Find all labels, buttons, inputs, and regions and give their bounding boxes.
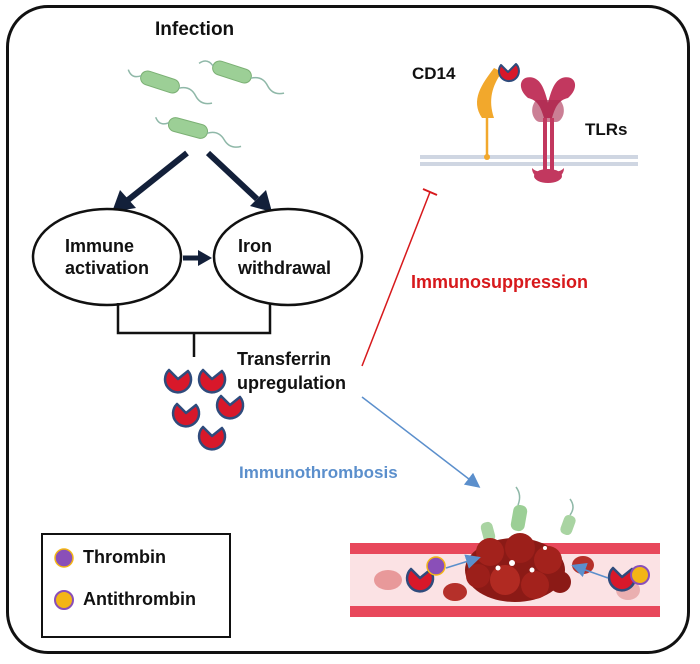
iron-label-line2: withdrawal	[238, 258, 332, 278]
transferrin-icon	[163, 368, 193, 394]
bacterium-icon	[198, 60, 285, 95]
bacterium-icon	[154, 116, 242, 148]
blood-clot	[443, 533, 594, 602]
thrombin-legend-label: Thrombin	[83, 547, 166, 567]
merge-bracket	[116, 303, 272, 357]
immune-label-line2: activation	[65, 258, 150, 278]
tlr-receptor	[520, 77, 576, 183]
immune-activation-label: Immune activation	[65, 235, 149, 279]
cell-membrane	[420, 155, 638, 166]
transferrin-upregulation-label: Transferrin upregulation	[237, 347, 346, 395]
iron-withdrawal-label: Iron withdrawal	[238, 235, 331, 279]
transferrin-icon	[197, 425, 227, 451]
immune-label-line1: Immune	[65, 236, 135, 256]
immune-activation-ellipse	[31, 207, 183, 307]
transferrin-antithrombin-complex	[571, 562, 650, 592]
transferrin-icon	[215, 394, 245, 420]
transferrin-icon	[497, 63, 520, 83]
immunothrombosis-label: Immunothrombosis	[239, 463, 398, 482]
immunosuppression-label: Immunosuppression	[411, 272, 589, 292]
thrombin-legend-marker	[54, 548, 74, 568]
iron-label-line1: Iron	[238, 236, 272, 256]
transferrin-label-line1: Transferrin	[237, 349, 332, 369]
antithrombin-legend-label: Antithrombin	[83, 589, 196, 609]
transferrin-icon	[197, 368, 227, 394]
cd14-label: CD14	[412, 64, 456, 83]
transferrin-icon	[171, 402, 201, 428]
diagram-frame	[6, 5, 690, 654]
immunosuppression-inhibition-line	[361, 188, 438, 367]
iron-withdrawal-ellipse	[212, 207, 364, 307]
transferrin-label-line2: upregulation	[237, 373, 346, 393]
infection-arrows	[112, 150, 272, 212]
immunothrombosis-arrow	[361, 396, 481, 488]
bacteria-group	[127, 60, 285, 148]
activation-arrow	[183, 250, 212, 266]
bacterium-icon	[127, 69, 213, 105]
cd14-receptor	[477, 63, 520, 160]
legend-box: Thrombin Antithrombin	[41, 533, 231, 638]
clot-bacteria	[480, 486, 576, 543]
transferrin-thrombin-complex	[405, 554, 481, 593]
tlrs-label: TLRs	[585, 120, 628, 139]
transferrin-cluster	[163, 368, 245, 451]
antithrombin-legend-marker	[54, 590, 74, 610]
infection-label: Infection	[155, 19, 235, 40]
legend-markers	[54, 548, 74, 610]
